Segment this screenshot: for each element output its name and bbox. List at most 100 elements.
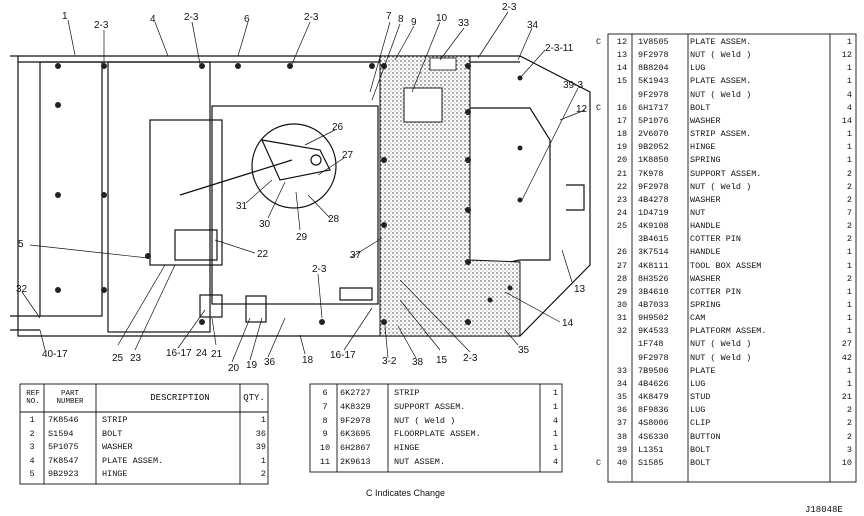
dotted-floorplate	[379, 55, 521, 337]
cell-part: 9F2978	[340, 415, 371, 426]
cell-part: 6H2867	[340, 443, 371, 454]
cell-part: 1D4719	[638, 207, 669, 218]
cell-desc: WASHER	[690, 194, 721, 205]
parts-row: 9F2978 NUT ( Weld )4	[594, 90, 856, 100]
cell-ref: 9	[322, 429, 328, 440]
cell-desc: CAM	[690, 313, 706, 324]
cell-qty: 1	[846, 76, 852, 87]
cell-qty: 1	[846, 326, 852, 337]
callout: 2-3	[312, 264, 327, 275]
cell-ref: 29	[616, 286, 628, 297]
callout: 8	[398, 14, 404, 25]
cell-ref: 20	[616, 155, 628, 166]
cell-qty: 2	[846, 418, 852, 429]
cell-ref: 34	[616, 378, 628, 389]
cell-part: 9F2978	[638, 181, 669, 192]
cell-qty: 1	[846, 300, 852, 310]
callout: 38	[412, 357, 424, 368]
header-description: DESCRIPTION	[150, 393, 210, 403]
cell-part: 7K978	[638, 168, 664, 179]
cell-ref: 23	[616, 194, 628, 205]
cell-ref: 30	[616, 300, 628, 310]
cam-detail-circle	[251, 123, 337, 209]
callout: 34	[527, 20, 539, 31]
callout: 2-3	[94, 20, 109, 31]
cell-qty: 36	[255, 428, 266, 439]
cell-part: 1V8505	[638, 37, 669, 47]
left-plate	[39, 61, 103, 317]
cell-part: 9H9502	[638, 313, 669, 324]
cell-desc: PLATE ASSEM.	[690, 76, 752, 87]
cell-qty: 3	[846, 444, 852, 455]
cell-desc: BOLT	[690, 457, 711, 468]
cell-ref: 27	[616, 260, 628, 271]
cell-ref: 25	[616, 221, 628, 232]
cell-part: 7K8547	[48, 455, 79, 466]
cell-qty: 1	[846, 247, 852, 258]
cell-desc: NUT	[690, 207, 706, 218]
table-right-frame	[607, 33, 857, 483]
callout: 16-17	[330, 350, 356, 361]
cell-ref: 38	[616, 431, 628, 442]
cell-qty: 1	[846, 378, 852, 389]
document-id: J18048E	[805, 505, 843, 515]
cell-qty: 1	[552, 443, 558, 454]
cell-part: 4K8329	[340, 401, 371, 412]
callout: 37	[350, 250, 362, 261]
cell-desc: LUG	[690, 378, 706, 389]
cell-ref: 6	[322, 388, 328, 398]
cell-qty: 27	[841, 339, 852, 350]
cell-desc: WASHER	[690, 273, 721, 284]
cell-part: 7K8546	[48, 415, 79, 425]
cell-part: 6K2727	[340, 388, 371, 398]
callout: 24	[196, 348, 208, 359]
cell-part: 8H3526	[638, 273, 669, 284]
callout: 7	[386, 11, 392, 22]
cell-part: 6K3695	[340, 429, 371, 440]
callout: 2-3	[502, 2, 517, 13]
cell-qty: 1	[846, 155, 852, 166]
header-part: PART NUMBER	[56, 390, 84, 406]
callout: 19	[246, 360, 258, 371]
cell-desc: BUTTON	[690, 431, 721, 442]
cell-qty: 21	[841, 392, 852, 403]
callout: 36	[264, 357, 276, 368]
callout: 29	[296, 232, 308, 243]
cell-ref: 19	[616, 142, 628, 153]
cell-part: 9F2978	[638, 89, 669, 100]
cell-ref: 3	[29, 442, 35, 452]
plate-assembly	[107, 61, 211, 333]
cell-part: 5K1943	[638, 76, 669, 87]
cell-qty: 1	[846, 260, 852, 271]
cell-qty: 1	[846, 129, 852, 140]
cell-desc: SPRING	[690, 155, 721, 166]
callout: 33	[458, 18, 470, 29]
cell-qty: 2	[846, 221, 852, 232]
cell-qty: 10	[841, 457, 852, 468]
cell-qty: 42	[841, 352, 852, 363]
cell-qty: 1	[552, 388, 558, 398]
callout: 26	[332, 122, 344, 133]
cell-part: 4K8479	[638, 392, 669, 403]
cell-desc: NUT ( Weld )	[690, 352, 752, 363]
table-mid-frame	[309, 383, 563, 473]
leader-lines	[21, 11, 586, 363]
cell-part: 7B9506	[638, 365, 669, 376]
